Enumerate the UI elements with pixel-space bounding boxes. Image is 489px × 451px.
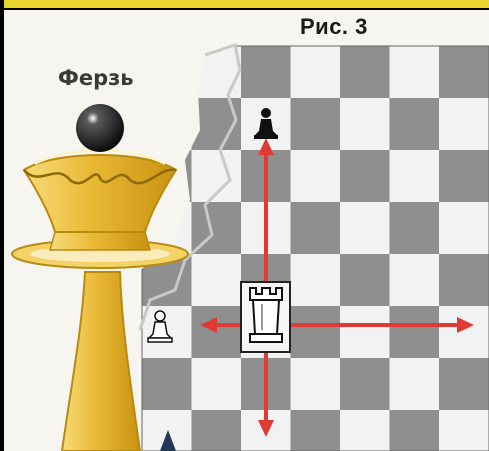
light-square — [390, 150, 440, 203]
dark-square — [241, 46, 291, 99]
dark-square — [340, 358, 390, 411]
dark-square — [142, 358, 192, 411]
dark-square — [291, 202, 341, 255]
light-square — [291, 358, 341, 411]
light-square — [291, 254, 341, 307]
queen-label: Ферзь — [58, 66, 134, 90]
light-square — [192, 358, 242, 411]
light-square — [291, 150, 341, 203]
white-rook-icon — [241, 282, 290, 352]
light-square — [439, 410, 489, 451]
dark-square — [439, 46, 489, 99]
dark-square — [340, 46, 390, 99]
dark-square — [340, 150, 390, 203]
dark-square — [390, 306, 440, 359]
dark-square — [291, 410, 341, 451]
light-square — [192, 254, 242, 307]
light-square — [291, 46, 341, 99]
dark-square — [340, 254, 390, 307]
light-square — [142, 98, 192, 151]
dark-square — [291, 98, 341, 151]
light-square — [340, 98, 390, 151]
light-square — [390, 46, 440, 99]
dark-square — [142, 46, 192, 99]
dark-square — [439, 150, 489, 203]
dark-square — [439, 358, 489, 411]
light-square — [340, 202, 390, 255]
dark-square — [192, 410, 242, 451]
figure-title: Рис. 3 — [300, 14, 368, 40]
light-square — [192, 46, 242, 99]
queen-crown-ball — [76, 104, 124, 152]
light-square — [439, 306, 489, 359]
chessboard — [142, 46, 489, 451]
light-square — [340, 410, 390, 451]
light-square — [390, 254, 440, 307]
light-square — [340, 306, 390, 359]
dark-square — [390, 98, 440, 151]
light-square — [439, 202, 489, 255]
dark-square — [390, 410, 440, 451]
dark-square — [291, 306, 341, 359]
light-square — [439, 98, 489, 151]
dark-square — [439, 254, 489, 307]
dark-square — [390, 202, 440, 255]
light-square — [390, 358, 440, 411]
